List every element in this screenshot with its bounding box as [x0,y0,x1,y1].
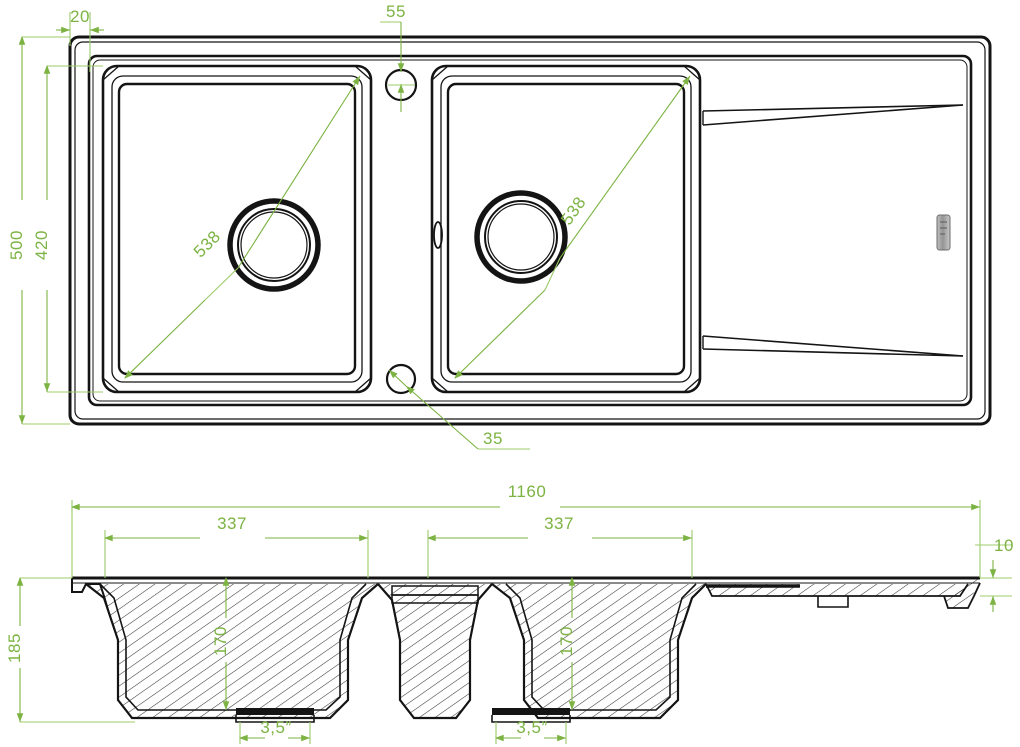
accessory-hole [385,363,417,395]
dim-bowl-depth-right: 170 [557,626,576,656]
right-drain-ring [474,190,568,284]
dim-waste-right: 3,5” [516,718,547,737]
dim-overall-height: 185 [5,633,24,663]
section-view-group: 1160 337 337 10 185 170 170 3,5” 3,5” [5,482,1014,744]
dim-overall-length: 1160 [508,482,547,501]
dim-overall-depth: 500 [7,230,26,260]
dim-waste-left: 3,5” [260,718,291,737]
sink-outer-rim [68,35,992,426]
rim-top-line [72,576,980,584]
top-view-dimension-lines [18,12,691,450]
left-drain-ring [227,198,321,292]
dim-tap-hole-dia: 55 [386,2,406,21]
dim-rim-width: 20 [70,7,90,26]
overflow-slot [433,221,443,249]
dim-bowl-diag-left: 538 [190,227,225,262]
left-bowl [101,64,373,394]
top-view-group: 20 55 500 420 538 538 35 [7,2,992,450]
dim-small-hole-dia: 35 [483,429,503,448]
right-bowl-section [491,583,707,723]
divider-section [377,583,493,720]
drainboard-section [705,578,981,609]
right-bowl [430,64,702,394]
dim-bowl-depth: 420 [32,230,51,260]
left-bowl-section [85,583,379,723]
section-view-dimension-lines [16,500,1012,744]
dim-bowl-depth-left: 170 [211,626,230,656]
dim-rim-thickness: 10 [994,536,1014,555]
drainboard [702,104,964,357]
dim-bowl-width-left: 337 [217,514,247,533]
dim-bowl-width-right: 337 [544,514,574,533]
brand-badge [936,214,951,251]
